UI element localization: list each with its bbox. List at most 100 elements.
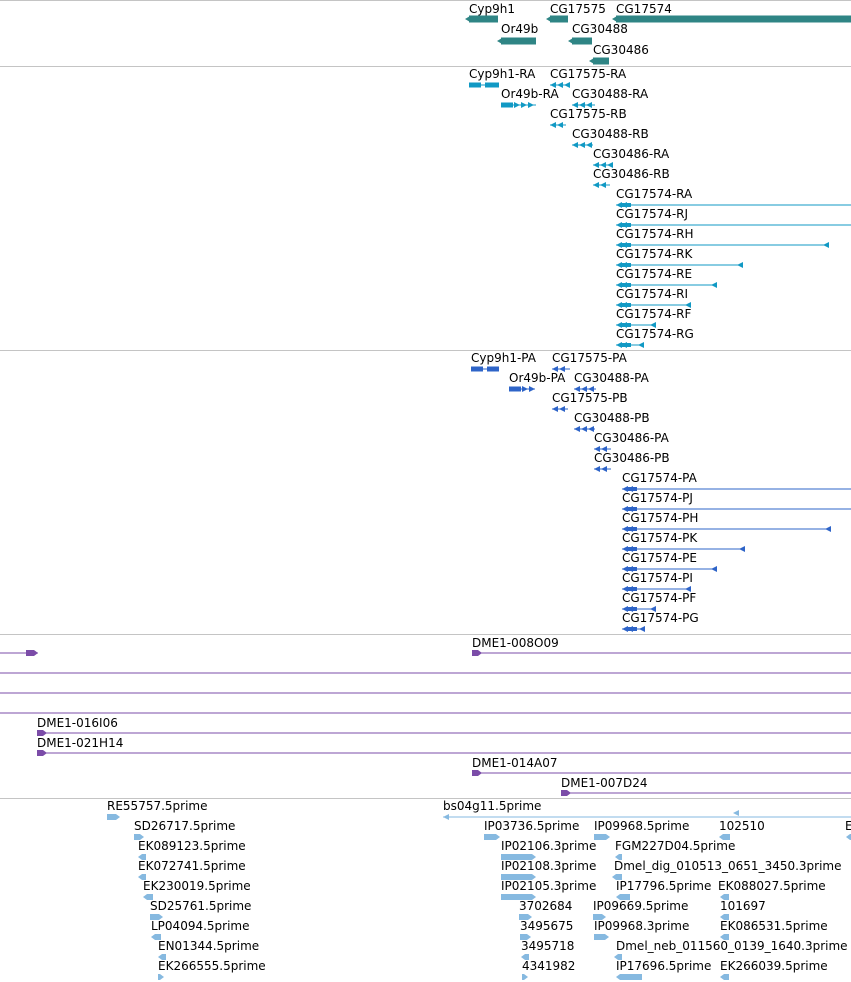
feature-proteins[interactable]: Or49b-PA bbox=[509, 371, 566, 392]
feature-label: LP04094.5prime bbox=[151, 919, 250, 933]
feature-ests[interactable]: EK266555.5prime bbox=[158, 959, 266, 980]
feature-label: CG17574-PE bbox=[622, 551, 697, 565]
feature-label: CG30488-RA bbox=[572, 87, 649, 101]
feature-ests[interactable]: IP03736.5prime bbox=[484, 819, 579, 840]
feature-clones[interactable]: DME1-008O09 bbox=[472, 636, 851, 656]
feature-label: CG17574-PA bbox=[622, 471, 698, 485]
track-proteins: Cyp9h1-PAOr49b-PACG17575-PACG30488-PACG1… bbox=[0, 350, 851, 632]
feature-transcripts[interactable]: CG17574-RF bbox=[616, 307, 692, 328]
feature-ests[interactable]: E bbox=[845, 819, 851, 840]
feature-transcripts[interactable]: CG17575-RA bbox=[550, 67, 627, 88]
feature-label: CG17574-PF bbox=[622, 591, 696, 605]
feature-transcripts[interactable]: CG17574-RG bbox=[616, 327, 694, 348]
feature-proteins[interactable]: CG30486-PB bbox=[594, 451, 670, 472]
feature-transcripts[interactable]: Or49b-RA bbox=[501, 87, 559, 108]
feature-proteins[interactable]: CG30486-PA bbox=[594, 431, 670, 452]
feature-ests[interactable]: EK089123.5prime bbox=[138, 839, 246, 860]
feature-ests[interactable]: Dmel_neb_011560_0139_1640.3prime bbox=[614, 939, 848, 960]
feature-ests[interactable]: IP02108.3prime bbox=[501, 859, 596, 880]
feature-label: RE55757.5prime bbox=[107, 799, 208, 813]
feature-proteins[interactable]: CG17575-PA bbox=[552, 351, 628, 372]
feature-proteins[interactable]: CG17574-PJ bbox=[622, 491, 851, 512]
feature-transcripts[interactable]: CG30488-RB bbox=[572, 127, 649, 148]
feature-label: CG17575-PB bbox=[552, 391, 628, 405]
feature-label: CG17574-PG bbox=[622, 611, 699, 625]
feature-genes[interactable]: CG17574 bbox=[612, 2, 851, 23]
feature-label: DME1-014A07 bbox=[472, 756, 558, 770]
feature-proteins[interactable]: CG17574-PH bbox=[622, 511, 831, 532]
feature-genes[interactable]: CG30486 bbox=[589, 43, 649, 65]
feature-ests[interactable]: FGM227D04.5prime bbox=[615, 839, 735, 860]
feature-genes[interactable]: CG30488 bbox=[568, 22, 628, 45]
feature-ests[interactable]: IP09968.5prime bbox=[594, 819, 689, 840]
feature-proteins[interactable]: CG17575-PB bbox=[552, 391, 628, 412]
feature-clones[interactable]: DME1-021H14 bbox=[37, 736, 851, 756]
feature-ests[interactable]: SD25761.5prime bbox=[150, 899, 251, 920]
feature-label: EK266039.5prime bbox=[720, 959, 828, 973]
feature-transcripts[interactable]: CG17574-RJ bbox=[616, 207, 851, 228]
feature-ests[interactable]: SD26717.5prime bbox=[134, 819, 235, 840]
feature-ests[interactable]: EK086531.5prime bbox=[720, 919, 828, 940]
feature-label: EK230019.5prime bbox=[143, 879, 251, 893]
feature-label: IP09968.5prime bbox=[594, 819, 689, 833]
feature-genes[interactable]: Or49b bbox=[497, 22, 538, 45]
feature-proteins[interactable]: Cyp9h1-PA bbox=[471, 351, 537, 372]
feature-ests[interactable]: EK230019.5prime bbox=[143, 879, 251, 900]
feature-transcripts[interactable]: CG17574-RH bbox=[616, 227, 829, 248]
feature-ests[interactable]: 3495718 bbox=[521, 939, 574, 960]
feature-clones[interactable]: DME1-016I06 bbox=[37, 716, 851, 736]
feature-transcripts[interactable]: CG30486-RA bbox=[593, 147, 670, 168]
feature-proteins[interactable]: CG17574-PA bbox=[622, 471, 851, 492]
feature-transcripts[interactable]: CG17574-RI bbox=[616, 287, 691, 308]
feature-transcripts[interactable]: CG17574-RE bbox=[616, 267, 717, 288]
feature-ests[interactable]: EN01344.5prime bbox=[158, 939, 259, 960]
feature-ests[interactable]: 3702684 bbox=[519, 899, 572, 920]
feature-clones[interactable]: DME1-014A07 bbox=[472, 756, 851, 776]
feature-clones[interactable]: DME1-007D24 bbox=[561, 776, 851, 796]
feature-transcripts[interactable]: CG17574-RK bbox=[616, 247, 743, 268]
feature-proteins[interactable]: CG30488-PB bbox=[574, 411, 650, 432]
feature-ests[interactable]: IP09669.5prime bbox=[593, 899, 688, 920]
feature-transcripts[interactable]: CG17574-RA bbox=[616, 187, 851, 208]
feature-ests[interactable]: 4341982 bbox=[522, 959, 575, 980]
feature-ests[interactable]: RE55757.5prime bbox=[107, 799, 208, 820]
feature-ests[interactable]: EK266039.5prime bbox=[720, 959, 828, 980]
feature-transcripts[interactable]: CG30486-RB bbox=[593, 167, 670, 188]
feature-genes[interactable]: CG17575 bbox=[546, 2, 606, 23]
feature-ests[interactable]: bs04g11.5prime bbox=[443, 799, 851, 820]
feature-ests[interactable]: LP04094.5prime bbox=[151, 919, 250, 940]
feature-ests[interactable]: 102510 bbox=[719, 819, 765, 840]
feature-label: FGM227D04.5prime bbox=[615, 839, 735, 853]
feature-label: Cyp9h1 bbox=[469, 2, 515, 16]
feature-transcripts[interactable]: Cyp9h1-RA bbox=[469, 67, 536, 88]
feature-ests[interactable]: EK072741.5prime bbox=[138, 859, 246, 880]
feature-ests[interactable]: 101697 bbox=[720, 899, 766, 920]
feature-label: EN01344.5prime bbox=[158, 939, 259, 953]
feature-proteins[interactable]: CG17574-PK bbox=[622, 531, 745, 552]
feature-label: bs04g11.5prime bbox=[443, 799, 541, 813]
feature-clones[interactable] bbox=[0, 650, 38, 656]
feature-genes[interactable]: Cyp9h1 bbox=[465, 2, 515, 23]
feature-label: CG30488 bbox=[572, 22, 628, 36]
feature-transcripts[interactable]: CG17575-RB bbox=[550, 107, 627, 128]
feature-proteins[interactable]: CG17574-PI bbox=[622, 571, 693, 592]
feature-proteins[interactable]: CG17574-PF bbox=[622, 591, 696, 612]
feature-ests[interactable]: IP17696.5prime bbox=[616, 959, 711, 980]
feature-transcripts[interactable]: CG30488-RA bbox=[572, 87, 649, 108]
feature-proteins[interactable]: CG30488-PA bbox=[574, 371, 650, 392]
feature-ests[interactable]: EK088027.5prime bbox=[718, 879, 826, 900]
feature-label: DME1-016I06 bbox=[37, 716, 118, 730]
track-clones: DME1-008O09DME1-016I06DME1-021H14DME1-01… bbox=[0, 634, 851, 796]
feature-ests[interactable]: IP02105.3prime bbox=[501, 879, 596, 900]
feature-ests[interactable]: IP09968.3prime bbox=[594, 919, 689, 940]
feature-proteins[interactable]: CG17574-PE bbox=[622, 551, 717, 572]
feature-ests[interactable]: IP17796.5prime bbox=[616, 879, 711, 900]
feature-label: CG17575-RB bbox=[550, 107, 627, 121]
feature-label: Dmel_dig_010513_0651_3450.3prime bbox=[614, 859, 842, 873]
feature-label: Or49b-PA bbox=[509, 371, 566, 385]
feature-ests[interactable]: IP02106.3prime bbox=[501, 839, 596, 860]
feature-ests[interactable]: 3495675 bbox=[520, 919, 573, 940]
feature-proteins[interactable]: CG17574-PG bbox=[622, 611, 699, 632]
feature-ests[interactable]: Dmel_dig_010513_0651_3450.3prime bbox=[612, 859, 842, 880]
